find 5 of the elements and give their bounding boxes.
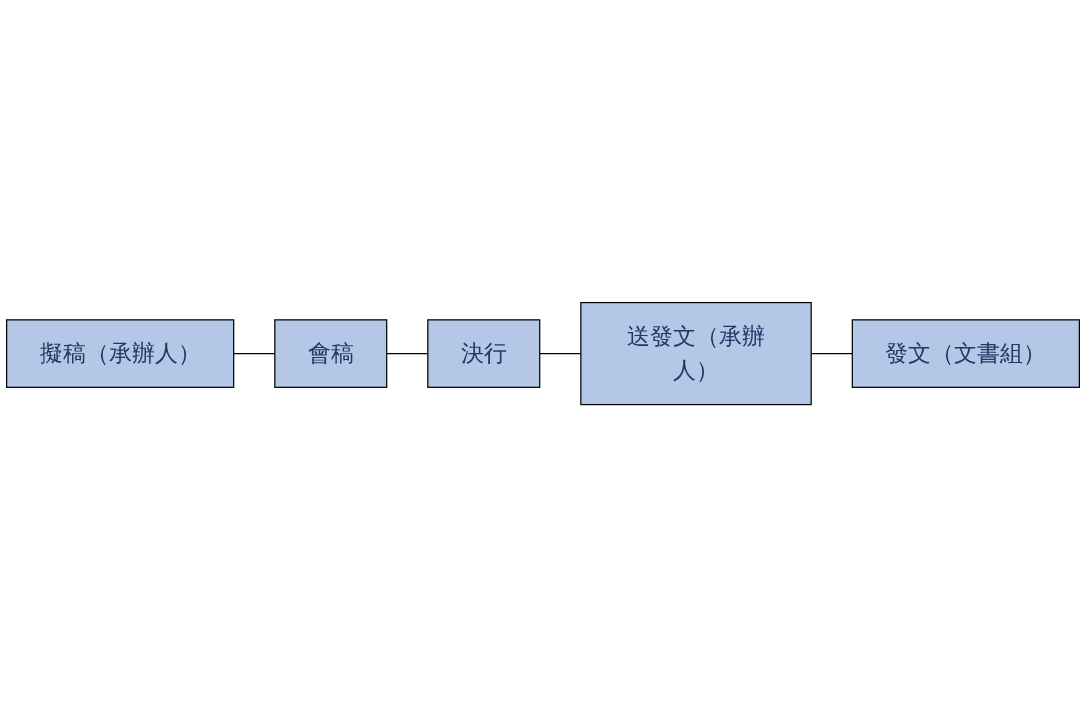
node-box: 發文（文書組） (851, 319, 1080, 388)
node-box: 擬稿（承辦人） (6, 319, 235, 388)
node-box: 送發文（承辦人） (580, 301, 812, 406)
node-box: 會稿 (274, 319, 388, 388)
node-box: 決行 (427, 319, 541, 388)
